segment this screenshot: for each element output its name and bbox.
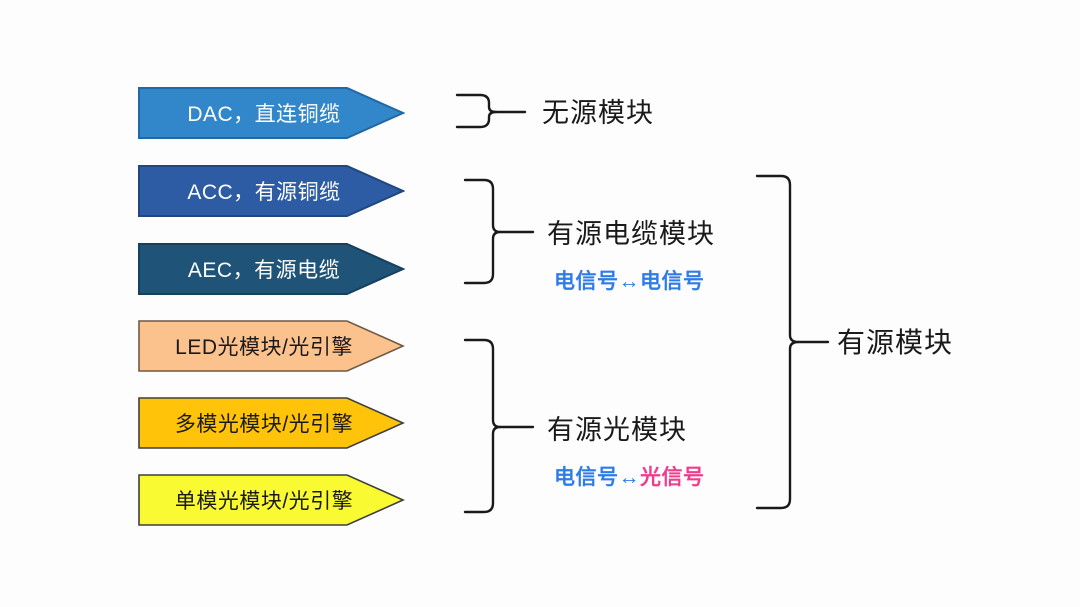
- arrow-acc-label: ACC，有源铜缆: [187, 181, 341, 204]
- optical-signal-conversion-label: 电信号↔光信号: [554, 465, 705, 490]
- active-group-brace-icon: [755, 174, 800, 510]
- right-arrow-shape-icon: [138, 320, 405, 372]
- arrow-singlemode-module: 单模光模块/光引擎: [138, 474, 405, 526]
- passive-module-label: 无源模块: [542, 98, 654, 128]
- active-optical-group-brace-icon: [463, 338, 502, 514]
- bidirectional-arrow-icon: ↔: [618, 270, 640, 293]
- arrow-led-module-label: LED光模块/光引擎: [175, 336, 353, 359]
- arrow-singlemode-module-label: 单模光模块/光引擎: [174, 490, 354, 513]
- arrow-dac: DAC，直连铜缆: [138, 87, 405, 139]
- active-optical-module-label: 有源光模块: [547, 415, 687, 445]
- active-module-label: 有源模块: [837, 327, 954, 358]
- active-cable-group-brace-icon: [463, 178, 502, 285]
- electrical-signal-text: 电信号: [640, 270, 705, 293]
- active-cable-module-label: 有源电缆模块: [547, 219, 715, 249]
- arrow-multimode-module-label: 多模光模块/光引擎: [174, 413, 354, 436]
- right-arrow-shape-icon: [138, 243, 405, 295]
- right-arrow-shape-icon: [138, 474, 405, 526]
- arrow-dac-label: DAC，直连铜缆: [187, 103, 341, 126]
- electrical-signal-text: 电信号: [554, 270, 619, 293]
- optical-signal-text: 光信号: [640, 466, 705, 489]
- arrow-multimode-module: 多模光模块/光引擎: [138, 397, 405, 449]
- bidirectional-arrow-icon: ↔: [618, 466, 640, 489]
- arrow-acc: ACC，有源铜缆: [138, 165, 405, 217]
- arrow-aec-label: AEC，有源电缆: [187, 259, 341, 282]
- right-arrow-shape-icon: [138, 165, 405, 217]
- passive-group-brace-icon: [455, 93, 498, 129]
- arrow-aec: AEC，有源电缆: [138, 243, 405, 295]
- cable-signal-conversion-label: 电信号↔电信号: [554, 269, 705, 294]
- right-arrow-shape-icon: [138, 87, 405, 139]
- right-arrow-shape-icon: [138, 397, 405, 449]
- arrow-led-module: LED光模块/光引擎: [138, 320, 405, 372]
- electrical-signal-text: 电信号: [554, 466, 619, 489]
